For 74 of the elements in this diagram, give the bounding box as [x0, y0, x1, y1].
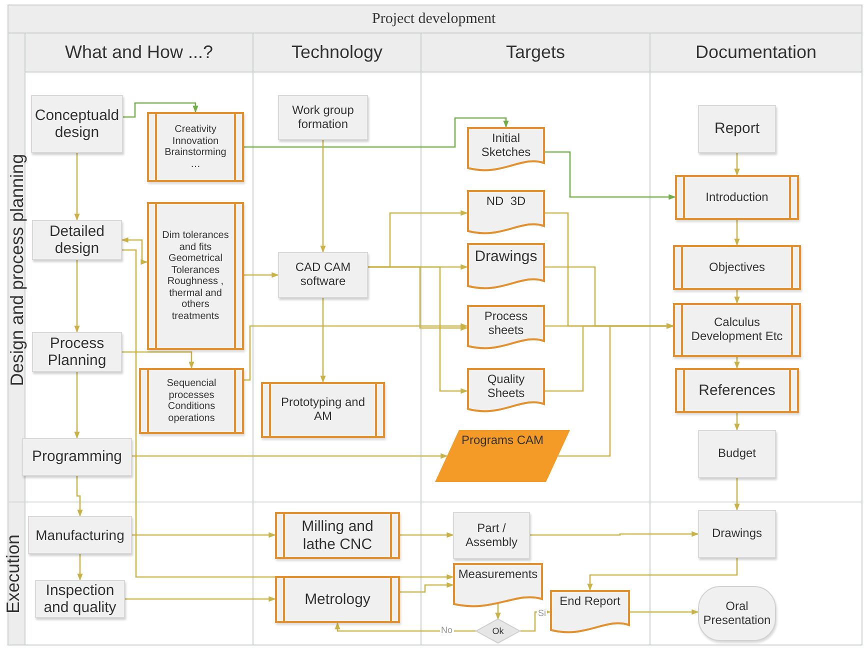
connector-arrow — [244, 272, 279, 278]
diagram-title: Project development — [372, 10, 496, 28]
connector-arrow — [77, 554, 83, 581]
subprocess-box: Milling and lathe CNC — [275, 512, 400, 559]
connector-arrow — [320, 140, 326, 253]
process-box: Manufacturing — [28, 516, 132, 554]
connector-arrow — [132, 532, 276, 538]
subprocess-box: Sequencial processes Conditions operations — [139, 368, 244, 434]
subprocess-box: Creativity Innovation Brainstorming … — [147, 112, 244, 182]
process-box: Process Planning — [32, 332, 122, 372]
connector-arrow — [530, 531, 699, 537]
document-shape: Process sheets — [467, 305, 545, 351]
process-box: Part / Assembly — [453, 512, 530, 559]
process-box: Report — [698, 105, 776, 153]
process-box: Budget — [698, 430, 776, 478]
subprocess-box: Calculus Development Etc — [673, 303, 801, 357]
connector-arrow — [520, 609, 551, 632]
subprocess-box: Dim tolerances and fits Geometrical Tolerances Roughness , thermal and others treatments — [147, 202, 244, 350]
process-box: Inspection and quality — [35, 580, 125, 618]
column-header: What and How ...? — [64, 41, 214, 64]
connector-arrow — [495, 603, 501, 620]
connector-arrow — [74, 260, 80, 333]
process-box: CAD CAM software — [278, 252, 368, 298]
column-header: Technology — [290, 41, 384, 64]
connector-arrow — [368, 266, 468, 394]
process-box: Detailed design — [32, 220, 122, 260]
document-shape: End Report — [550, 590, 630, 635]
connector-arrow — [558, 323, 674, 457]
connector-arrow — [734, 478, 740, 511]
connector-arrow — [734, 220, 740, 246]
subprocess-box: Metrology — [275, 576, 400, 623]
connector-arrow — [734, 153, 740, 176]
connector-arrow — [76, 476, 83, 517]
row-header: Design and process planning — [7, 152, 27, 388]
connector-arrow — [320, 298, 326, 383]
connector-arrow — [122, 351, 194, 369]
connector-arrow — [132, 453, 448, 459]
document-shape: Quality Sheets — [467, 368, 545, 414]
connector-arrow — [74, 153, 80, 221]
process-box: Conceptuald design — [31, 95, 123, 153]
edge-label: No — [440, 626, 454, 635]
connector-arrow — [587, 558, 738, 591]
connector-arrow — [121, 237, 148, 265]
document-shape: Drawings — [467, 243, 545, 291]
process-box: Work group formation — [278, 95, 368, 140]
connector-arrow — [734, 413, 740, 431]
document-shape: Measurements — [453, 563, 543, 609]
terminator-shape: Oral Presentation — [698, 586, 776, 641]
decision-diamond: Ok — [476, 619, 520, 643]
subprocess-box: Objectives — [673, 245, 801, 290]
connector-arrow — [125, 596, 276, 602]
connector-arrow — [400, 582, 454, 593]
connector-arrow — [74, 372, 80, 439]
connector-arrow — [244, 117, 509, 148]
connector-arrow — [734, 290, 740, 304]
connector-arrow — [400, 532, 454, 538]
connector-arrow — [545, 151, 676, 200]
process-box: Programming — [22, 438, 132, 476]
column-header: Documentation — [694, 41, 818, 64]
connector-arrow — [244, 323, 468, 381]
edge-label: Si — [537, 609, 548, 618]
connector-arrow — [334, 622, 476, 632]
document-shape: ND 3D — [467, 190, 545, 236]
process-box: Drawings — [698, 510, 776, 558]
subprocess-box: Introduction — [675, 175, 799, 220]
connector-arrow — [734, 357, 740, 369]
row-header: Execution — [3, 533, 23, 616]
connector-arrow — [630, 609, 699, 615]
connector-arrow — [123, 102, 198, 118]
column-header: Targets — [504, 41, 566, 64]
subprocess-box: References — [675, 368, 799, 413]
data-parallelogram: Programs CAM — [435, 430, 570, 482]
document-shape: Initial Sketches — [467, 127, 545, 173]
subprocess-box: Prototyping and AM — [261, 382, 385, 438]
